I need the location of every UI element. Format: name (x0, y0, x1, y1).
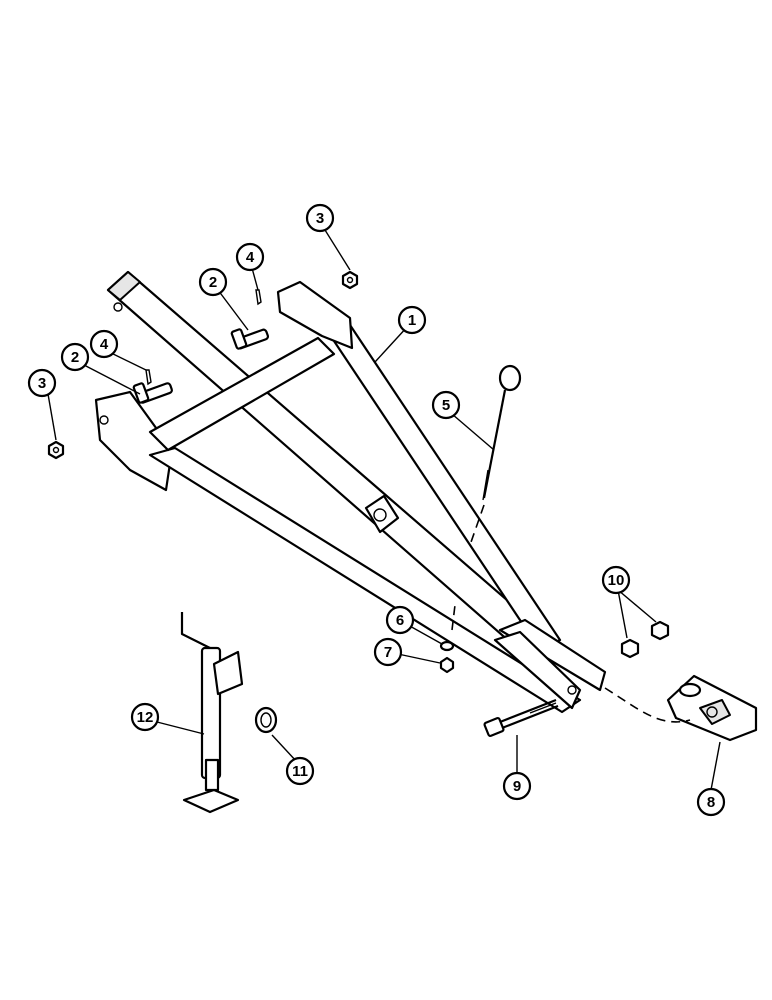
callout-10: 10 (601, 565, 631, 595)
callout-3-left-label: 3 (38, 375, 46, 392)
callout-8-label: 8 (707, 794, 715, 811)
callout-5-label: 5 (442, 397, 450, 414)
callout-4-left: 4 (89, 329, 119, 359)
callout-3-top: 3 (305, 203, 335, 233)
clevis-nut-right (650, 620, 670, 641)
nut-left (47, 440, 65, 460)
callout-12-label: 12 (137, 709, 154, 726)
lock-pin (469, 364, 522, 546)
clip-pin-left (145, 369, 152, 386)
nose-bolt-hole (567, 685, 577, 695)
clip-pin-right (255, 289, 262, 306)
retaining-clip (254, 706, 278, 734)
center-mount-plate (364, 494, 400, 534)
callout-4-right-label: 4 (246, 249, 255, 266)
callout-2-left-label: 2 (71, 349, 79, 366)
callout-1-label: 1 (408, 312, 416, 329)
hitch-pin-left (132, 382, 173, 404)
nut-top (341, 270, 359, 290)
left-front-plate (94, 390, 174, 492)
hitch-nose-lower (493, 630, 582, 710)
center-mount-hole (373, 508, 387, 522)
callout-3-left: 3 (27, 368, 57, 398)
callout-8: 8 (696, 787, 726, 817)
callout-11-label: 11 (292, 763, 308, 780)
callout-1: 1 (397, 305, 427, 335)
washer-guide-line (451, 604, 456, 631)
hitch-bolt (483, 698, 559, 737)
lower-frame-beam (148, 446, 582, 714)
clevis (604, 674, 758, 742)
callout-4-right: 4 (235, 242, 265, 272)
callout-7-label: 7 (384, 644, 392, 661)
hitch-pin-right (230, 328, 270, 350)
callout-9: 9 (502, 771, 532, 801)
frame-crossbar (148, 336, 336, 452)
left-plate-hole (99, 415, 109, 425)
callout-2-right-label: 2 (209, 274, 217, 291)
left-beam-hole (113, 302, 123, 312)
callout-2-right: 2 (198, 267, 228, 297)
callout-4-left-label: 4 (100, 336, 109, 353)
callout-5: 5 (431, 390, 461, 420)
callout-6-label: 6 (396, 612, 404, 629)
callout-7: 7 (373, 637, 403, 667)
a-frame-hitch (94, 270, 607, 714)
callout-6: 6 (385, 605, 415, 635)
callout-3-top-label: 3 (316, 210, 324, 227)
right-rear-plate (276, 280, 354, 350)
callout-10-label: 10 (608, 572, 625, 589)
washer (439, 640, 455, 652)
callout-9-label: 9 (513, 778, 521, 795)
left-beam-end-cap (107, 271, 141, 301)
clevis-nut-left (620, 638, 640, 659)
callout-11: 11 (285, 756, 315, 786)
jack-stand (180, 612, 244, 814)
lock-nut (439, 656, 455, 674)
callout-2-left: 2 (60, 342, 90, 372)
callout-12: 12 (130, 702, 160, 732)
